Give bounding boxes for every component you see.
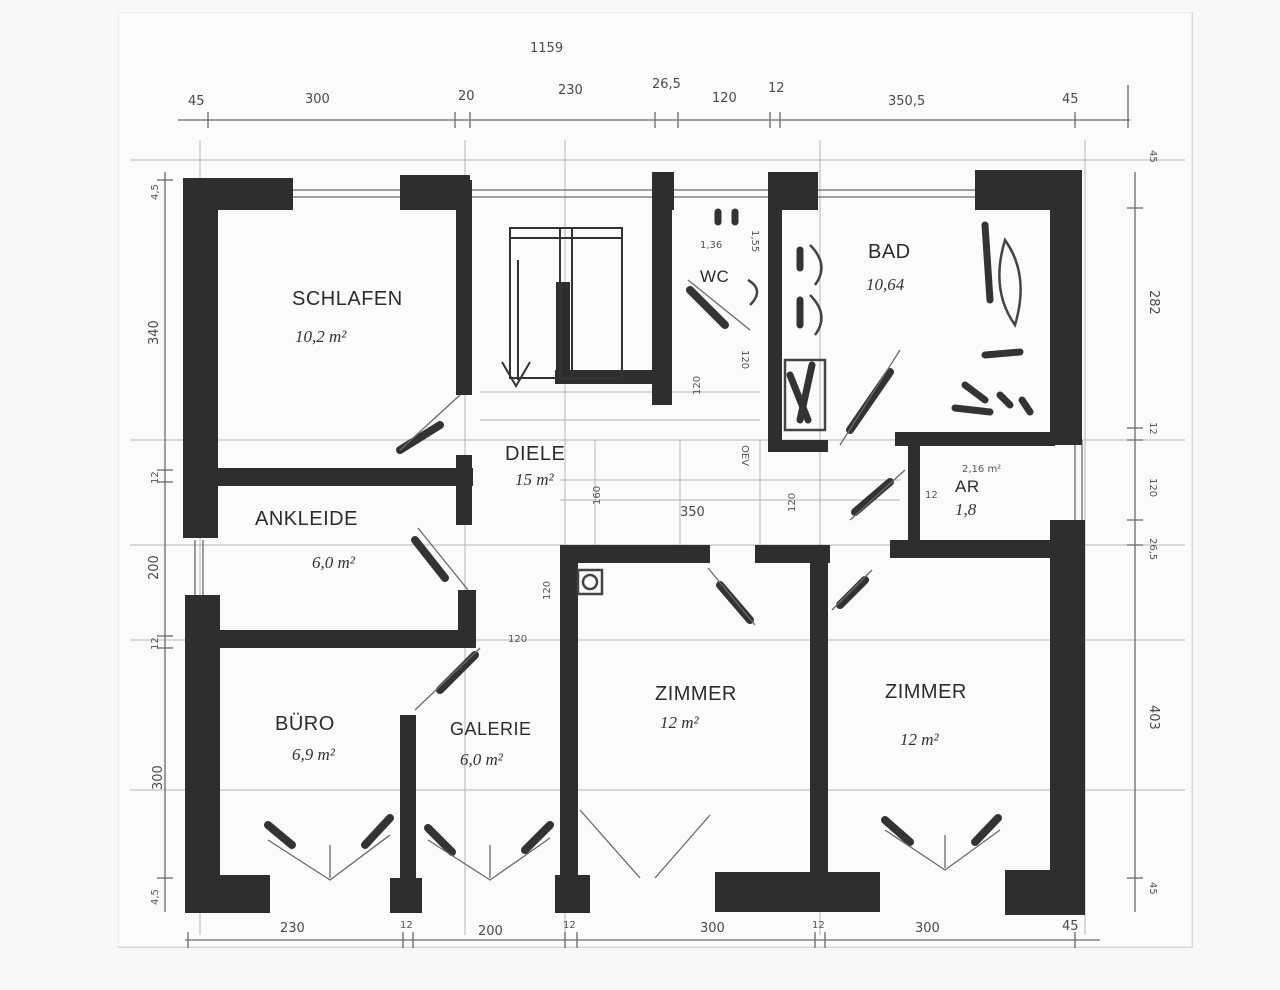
dim-left-3: 12 — [150, 471, 161, 484]
dim-left-6: 300 — [151, 765, 166, 790]
dim-bottom-3: 200 — [478, 924, 503, 939]
room-name-ankleide: ANKLEIDE — [255, 508, 358, 530]
left-dimensions: 4,5 340 12 200 12 300 4,5 — [147, 184, 166, 905]
dim-bottom-4: 12 — [563, 920, 576, 931]
dim-top-1: 45 — [188, 94, 205, 109]
bottom-dimensions: 230 12 200 12 300 12 300 45 — [280, 919, 1079, 939]
room-note-ar: 2,16 m² — [962, 464, 1001, 475]
french-windows — [264, 809, 1002, 881]
staircase — [501, 227, 623, 388]
room-area-schlafen: 10,2 m² — [295, 327, 347, 346]
room-area-ankleide: 6,0 m² — [312, 553, 356, 572]
right-dimensions: 45 282 12 120 26,5 403 45 — [1146, 150, 1161, 895]
room-area-zimmer-1: 12 m² — [660, 713, 700, 732]
dim-left-7: 4,5 — [150, 889, 161, 905]
dim-total-width: 1159 — [530, 41, 563, 56]
dim-stair-width: 160 — [592, 486, 603, 505]
dimension-lines — [157, 85, 1143, 948]
dim-left-2: 340 — [147, 320, 162, 345]
room-area-zimmer-2: 12 m² — [900, 730, 940, 749]
room-name-wc: WC — [700, 267, 729, 286]
dim-corridor-120: 120 — [542, 581, 553, 600]
dim-right-7: 45 — [1147, 882, 1158, 895]
dim-bottom-2: 12 — [400, 920, 413, 931]
interior-dimensions: 160 350 1,36 1,55 120 120 120 12 OEV 120… — [508, 230, 938, 645]
room-area-diele: 15 m² — [515, 470, 555, 489]
window-lines — [194, 189, 1083, 595]
room-area-buero: 6,9 m² — [292, 745, 336, 764]
room-name-buero: BÜRO — [275, 713, 335, 735]
dim-bottom-7: 300 — [915, 921, 940, 936]
interior-walls — [218, 180, 1055, 880]
dim-left-4: 200 — [147, 555, 162, 580]
room-name-zimmer-1: ZIMMER — [655, 683, 737, 705]
dim-bottom-5: 300 — [700, 921, 725, 936]
dim-left-1: 4,5 — [150, 184, 161, 200]
dim-bottom-1: 230 — [280, 921, 305, 936]
room-name-schlafen: SCHLAFEN — [292, 288, 403, 310]
room-name-bad: BAD — [868, 241, 911, 263]
dim-left-5: 12 — [150, 637, 161, 650]
dim-top-8: 350,5 — [888, 94, 925, 109]
dim-right-3: 12 — [1147, 422, 1158, 435]
dim-bottom-6: 12 — [812, 920, 825, 931]
dim-diele-depth: 350 — [680, 505, 705, 520]
dim-oev: OEV — [739, 445, 750, 466]
room-name-galerie: GALERIE — [450, 719, 532, 739]
sanitary-fixtures — [576, 208, 1034, 596]
dim-wc-wall: 120 — [692, 376, 703, 395]
dim-right-2: 282 — [1146, 290, 1161, 315]
room-name-diele: DIELE — [505, 443, 565, 465]
dim-top-2: 300 — [305, 92, 330, 107]
exterior-walls — [183, 170, 1085, 915]
room-name-zimmer-2: ZIMMER — [885, 681, 967, 703]
dim-top-6: 120 — [712, 91, 737, 106]
top-dimensions: 1159 45 300 20 230 26,5 120 12 350,5 45 — [188, 41, 1079, 109]
dim-top-5: 26,5 — [652, 77, 681, 92]
dim-top-3: 20 — [458, 89, 475, 104]
room-area-ar: 1,8 — [955, 500, 977, 519]
dim-right-6: 403 — [1146, 705, 1161, 730]
dim-wc-depth: 1,55 — [749, 230, 760, 252]
doors — [396, 279, 906, 711]
room-name-ar: AR — [955, 477, 980, 496]
room-labels: SCHLAFEN 10,2 m² DIELE 15 m² WC BAD 10,6… — [255, 241, 1001, 769]
dim-ar-width: 12 — [925, 490, 938, 501]
room-area-bad: 10,64 — [866, 275, 905, 294]
dim-bottom-8: 45 — [1062, 919, 1079, 934]
dim-right-4: 120 — [1147, 478, 1158, 497]
dim-top-4: 230 — [558, 83, 583, 98]
dim-galerie-120: 120 — [508, 634, 527, 645]
dim-top-7: 12 — [768, 81, 785, 96]
dim-right-1: 45 — [1147, 150, 1158, 163]
dim-right-5: 26,5 — [1147, 538, 1158, 560]
room-area-galerie: 6,0 m² — [460, 750, 504, 769]
dim-wc-width: 1,36 — [700, 240, 722, 251]
dim-wc-door: 120 — [739, 350, 750, 369]
dim-bad-door: 120 — [787, 493, 798, 512]
dim-top-9: 45 — [1062, 92, 1079, 107]
